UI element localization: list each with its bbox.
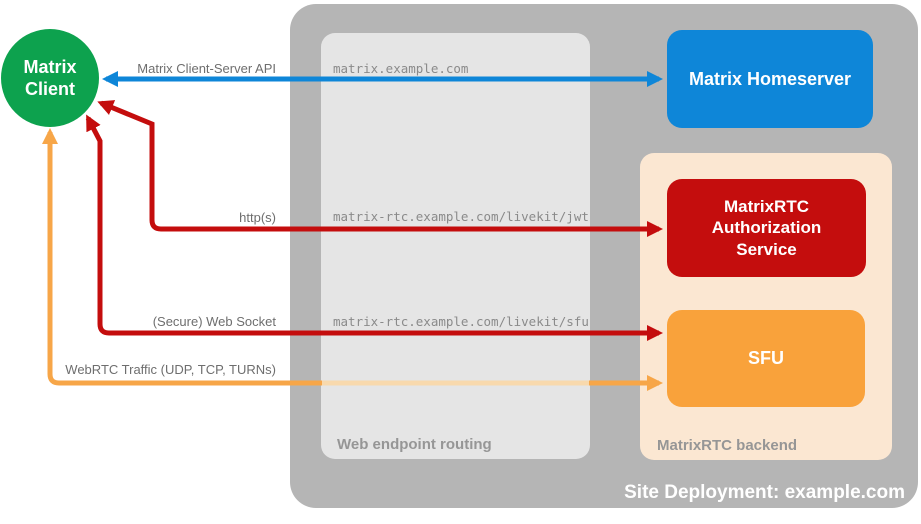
matrix-homeserver-node: Matrix Homeserver [667,30,873,128]
webrtc-traffic-arrow-label: WebRTC Traffic (UDP, TCP, TURNs) [65,362,276,377]
matrix-client-label: Matrix Client [23,56,77,100]
matrixrtc-backend-label: MatrixRTC backend [657,437,798,454]
endpoint-livekit-sfu: matrix-rtc.example.com/livekit/sfu [333,314,589,329]
endpoint-matrix-example-com: matrix.example.com [333,61,469,76]
matrix-client-node: Matrix Client [1,29,99,127]
web-endpoint-routing-box [321,33,590,459]
matrixrtc-authorization-service-node: MatrixRTC Authorization Service [667,179,866,277]
site-deployment-title: Site Deployment: example.com [624,482,905,503]
websocket-arrow-label: (Secure) Web Socket [152,314,276,329]
https-arrow-label: http(s) [239,210,276,225]
endpoint-livekit-jwt: matrix-rtc.example.com/livekit/jwt [333,209,589,224]
sfu-node: SFU [667,310,865,407]
web-endpoint-routing-label: Web endpoint routing [337,436,492,453]
client-server-api-arrow-label: Matrix Client-Server API [137,61,276,76]
